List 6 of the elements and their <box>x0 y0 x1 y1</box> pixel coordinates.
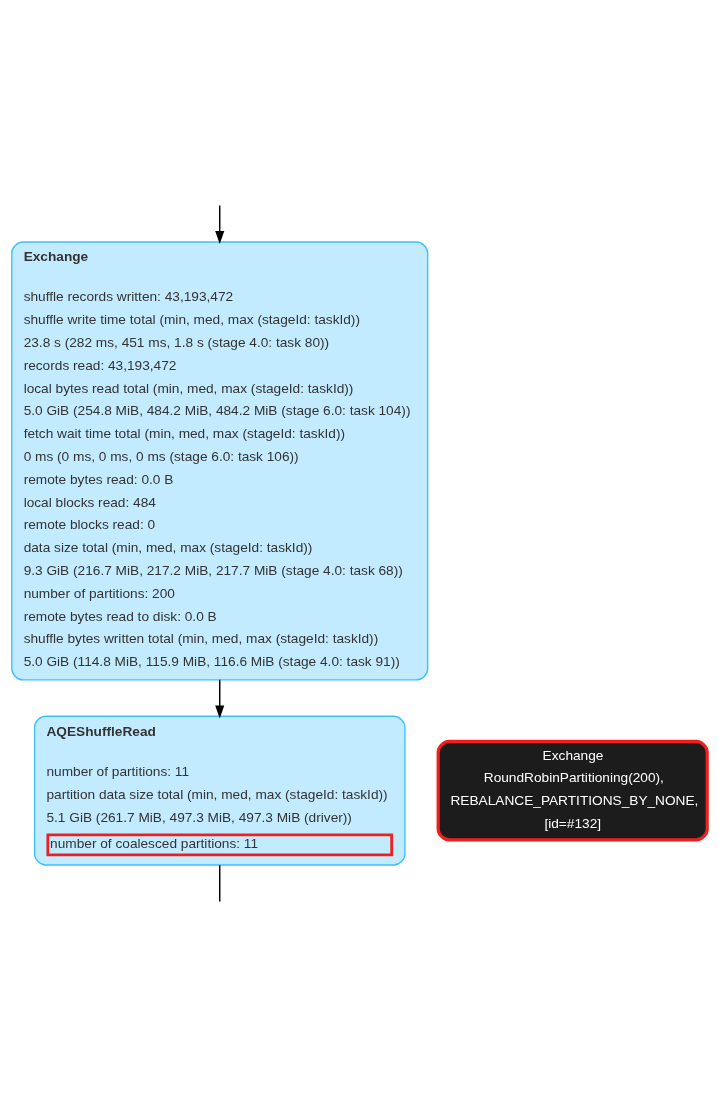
node-box: Exchange RoundRobinPartitioning(200), REBALANCE_PARTITIONS_BY_NONE, [id=#132] <box>436 739 709 842</box>
connector <box>219 864 221 903</box>
node-box: AQEShuffleRead number of partitions: 11 partition data size total (min, med, max (stageId: taskId)) 5.1 GiB (261.7 MiB, 497.3 MiB, 497.3 MiB (driver)) number of coalesced partitions: 11 <box>33 715 406 866</box>
node-box: Exchange shuffle records written: 43,193,472 shuffle write time total (min, med, max (stageId: taskId)) 23.8 s (282 ms, 451 ms, 1.8 s (stage 4.0: task 80)) records read: 43,193,472 local bytes read total (min, med, max (stageId: taskId)) 5.0 GiB (254.8 MiB, 484.2 MiB, 484.2 MiB (stage 6.0: task 104)) fetch wait time total (min, med, max (stageId: taskId)) 0 ms (0 ms, 0 ms, 0 ms (stage 6.0: task 106)) remote bytes read: 0.0 B local blocks read: 484 remote blocks read: 0 data size total (min, med, max (stageId: taskId)) 9.3 GiB (216.7 MiB, 217.2 MiB, 217.7 MiB (stage 4.0: task 68)) number of partitions: 200 remote bytes read to disk: 0.0 B shuffle bytes written total (min, med, max (stageId: taskId)) 5.0 GiB (114.8 MiB, 115.9 MiB, 116.6 MiB (stage 4.0: task 91)) <box>11 241 429 681</box>
arrow <box>215 204 225 244</box>
arrow <box>215 679 225 719</box>
